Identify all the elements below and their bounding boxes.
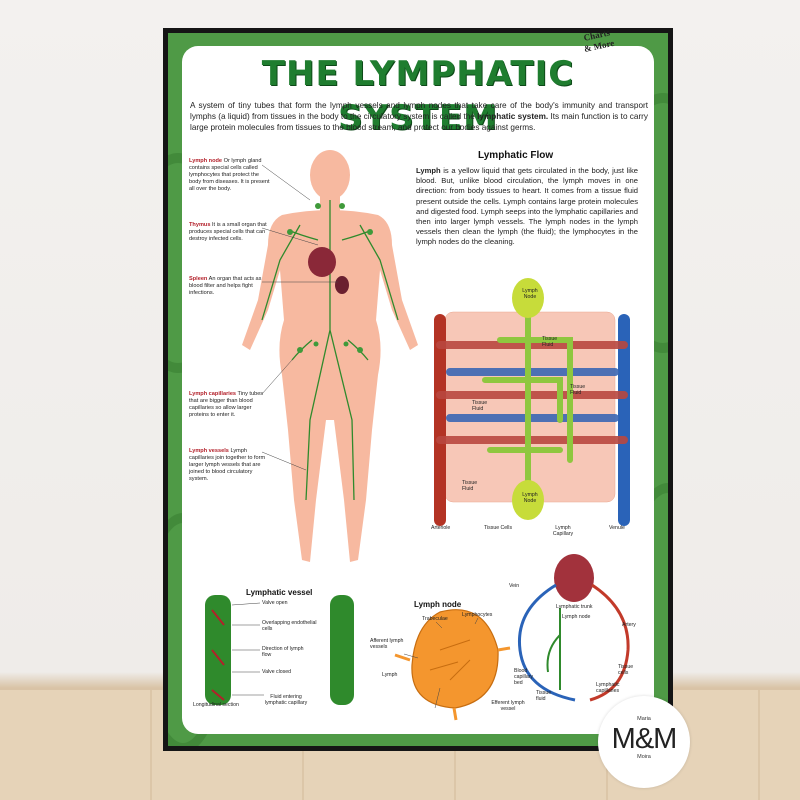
label-lymphatic-capillaries: Lymphatic capillaries	[596, 682, 620, 695]
label-longitudinal-section: Longitudinal section	[193, 702, 239, 708]
label-tissue-cells: Tissue Cells	[484, 525, 513, 531]
vessel-leader-lines	[231, 602, 264, 696]
label-afferent-vessels: Afferent lymph vessels	[370, 638, 404, 651]
lymphatic-flow-heading: Lymphatic Flow	[478, 150, 554, 161]
label-lymphocytes: Lymphocytes	[462, 612, 493, 618]
lymphatic-vessel-heading: Lymphatic vessel	[246, 588, 313, 597]
circulation-diagram	[517, 583, 630, 702]
body-lymph-nodes	[287, 203, 373, 353]
label-fluid-entering: Fluid entering lymphatic capillary	[264, 694, 308, 707]
label-tissue-fluid-circ: Tissue fluid	[536, 690, 552, 703]
badge-main-text: M&M	[611, 723, 678, 755]
label-circ-lymph-node: Lymph node	[562, 614, 591, 620]
lymphatic-flow-diagram	[434, 314, 630, 526]
lymphatic-flow-text: Lymph is a yellow liquid that gets circu…	[416, 166, 638, 247]
lymph-node-top	[512, 278, 544, 318]
heart-illustration	[308, 247, 349, 294]
label-trabeculae: Trabeculae	[422, 616, 448, 622]
note-leader-lines	[261, 164, 338, 471]
note-lymph-vessels: Lymph vessels Lymph capillaries join tog…	[189, 448, 266, 482]
label-lymphatic-trunk: Lymphatic trunk	[556, 604, 593, 610]
label-tissue-fluid-2: Tissue Fluid	[570, 384, 586, 397]
label-direction-of-flow: Direction of lymph flow	[262, 646, 304, 659]
note-lymph-capillaries: Lymph capillaries Tiny tubes that are bi…	[189, 391, 264, 418]
lymph-node-heading: Lymph node	[414, 600, 462, 609]
badge-top-text: Maria	[637, 716, 651, 722]
circulation-heart	[554, 554, 594, 602]
poster-title: THE LYMPHATIC SYSTEM	[261, 54, 575, 138]
label-efferent-vessel: Efferent lymph vessel	[491, 700, 525, 713]
label-overlapping-cells: Overlapping endothelial cells	[262, 620, 317, 633]
shop-logo-badge: Maria M&M Moira	[598, 696, 690, 788]
label-vein: Vein	[509, 583, 520, 589]
label-valve-open: Valve open	[262, 600, 288, 606]
label-lymph-capillary: Lymph Capillary	[552, 525, 574, 538]
note-spleen: Spleen An organ that acts as a blood fil…	[189, 276, 267, 296]
label-lymph-node-bottom: Lymph Node	[522, 492, 538, 505]
human-body-illustration	[242, 150, 418, 562]
lymph-node-illustration	[394, 609, 511, 721]
label-tissue-fluid-4: Tissue Fluid	[462, 480, 478, 493]
note-thymus: Thymus It is a small organ that produces…	[189, 222, 267, 242]
label-lymph: Lymph	[382, 672, 398, 678]
badge-bottom-text: Moira	[637, 754, 651, 760]
intro-paragraph: A system of tiny tubes that form the lym…	[190, 101, 649, 132]
node-leader-lines	[403, 617, 479, 709]
note-lymph-node: Lymph node Or lymph gland contains speci…	[189, 158, 270, 192]
lymphatic-vessel-right	[330, 595, 354, 705]
label-valve-closed: Valve closed	[262, 669, 292, 675]
label-lymph-node-top: Lymph Node	[522, 288, 538, 301]
label-artery: Artery	[622, 622, 636, 628]
label-arteriole: Arteriole	[431, 525, 451, 531]
label-tissue-cells-circ: Tissue cells	[618, 664, 634, 677]
label-blood-capillary-bed: Blood capillary bed	[514, 668, 534, 687]
lymphatic-vessel-left	[205, 595, 231, 705]
lymph-node-bottom	[512, 480, 544, 520]
label-tissue-fluid-3: Tissue Fluid	[472, 400, 488, 413]
label-venule: Venule	[609, 525, 625, 531]
label-tissue-fluid-1: Tissue Fluid	[542, 336, 558, 349]
